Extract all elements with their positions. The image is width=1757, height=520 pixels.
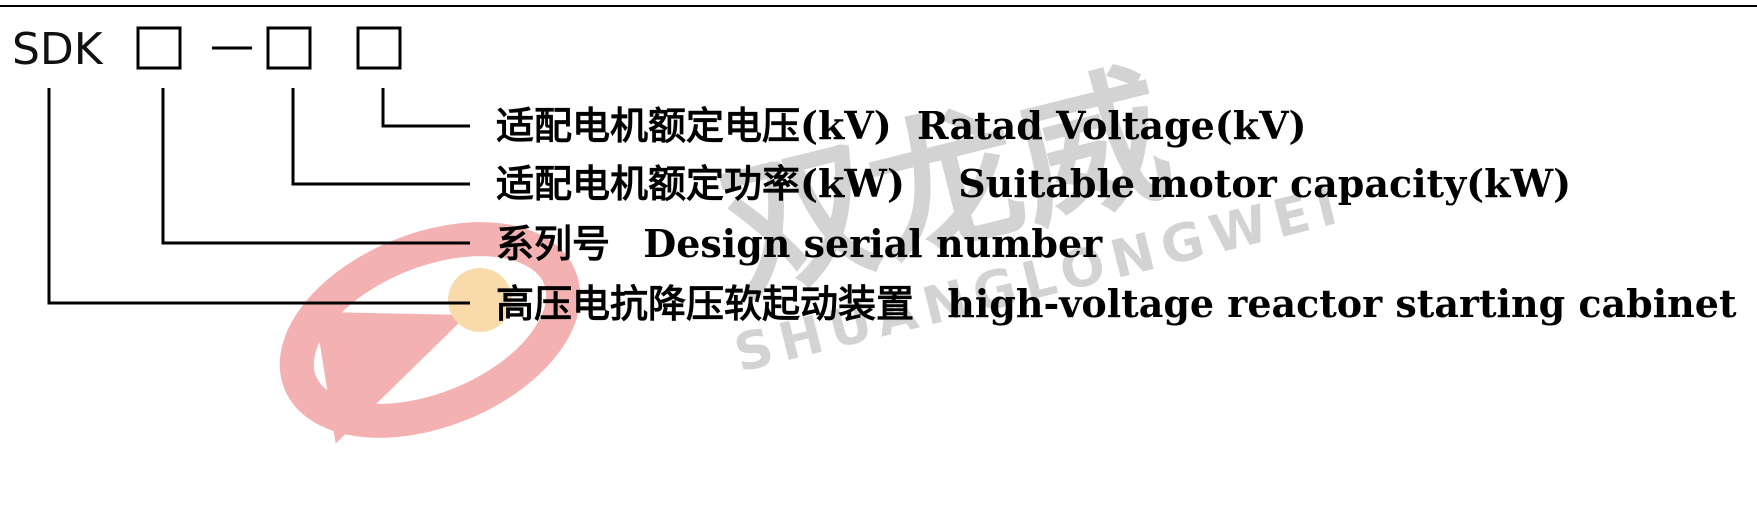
label-series: 系列号 Design serial number xyxy=(496,221,1103,266)
watermark-logo-icon xyxy=(279,222,581,444)
label-power: 适配电机额定功率(kW) Suitable motor capacity(kW) xyxy=(496,161,1571,206)
label-series-cn: 系列号 xyxy=(496,221,610,266)
label-power-en: Suitable motor capacity(kW) xyxy=(958,161,1571,206)
label-product-cn: 高压电抗降压软起动装置 xyxy=(496,281,914,326)
code-box-voltage xyxy=(356,26,402,70)
label-series-en: Design serial number xyxy=(643,221,1103,266)
label-voltage-en: Ratad Voltage(kV) xyxy=(917,103,1307,148)
label-power-cn: 适配电机额定功率(kW) xyxy=(496,161,905,206)
label-voltage: 适配电机额定电压(kV) Ratad Voltage(kV) xyxy=(496,103,1307,148)
connector-product xyxy=(47,88,470,305)
connector-voltage xyxy=(381,88,470,128)
connector-series xyxy=(161,88,470,245)
model-prefix: SDK xyxy=(12,24,104,75)
watermark-dot-icon xyxy=(448,268,512,332)
code-box-power xyxy=(266,26,312,70)
label-product-en: high-voltage reactor starting cabinet xyxy=(947,281,1737,326)
label-product: 高压电抗降压软起动装置 high-voltage reactor startin… xyxy=(496,281,1737,326)
label-voltage-cn: 适配电机额定电压(kV) xyxy=(496,103,892,148)
code-box-series xyxy=(136,26,182,70)
connector-power xyxy=(291,88,470,186)
